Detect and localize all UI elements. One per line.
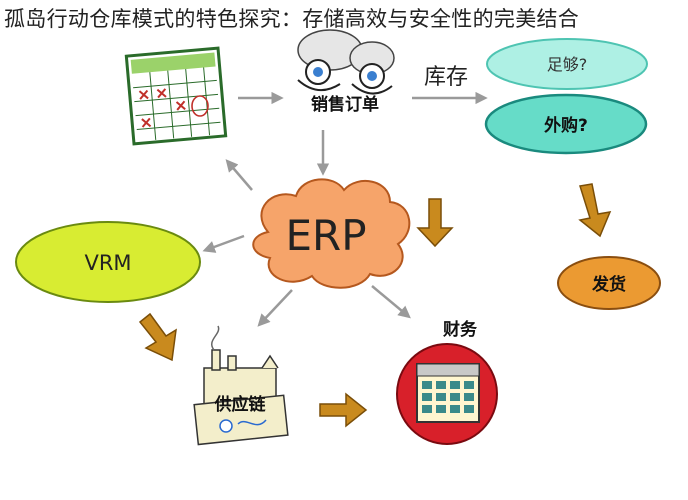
arrow-erp-to-inventory bbox=[416, 198, 454, 248]
enough-node: 足够? bbox=[486, 38, 648, 90]
finance-label: 财务 bbox=[442, 319, 478, 340]
arrow-erp-to-finance bbox=[371, 285, 411, 319]
arrow-erp-to-supply-chain bbox=[257, 289, 293, 327]
vrm-node: VRM bbox=[15, 221, 201, 303]
supply-chain-label: 供应链 bbox=[214, 394, 267, 415]
arrow-erp-to-calendar bbox=[225, 159, 253, 191]
erp-label: ERP bbox=[285, 211, 366, 260]
inventory-label: 库存 bbox=[424, 65, 468, 90]
shipping-node: 发货 bbox=[557, 256, 661, 310]
finance-calendar-icon bbox=[396, 343, 498, 445]
outsource-label: 外购? bbox=[544, 115, 588, 136]
outsource-node: 外购? bbox=[484, 93, 648, 155]
enough-label: 足够? bbox=[547, 55, 588, 74]
sales-order-label: 销售订单 bbox=[311, 94, 379, 115]
arrow-supply-chain-to-finance bbox=[319, 392, 368, 428]
shipping-label: 发货 bbox=[591, 274, 626, 295]
arrow-erp-to-vrm bbox=[202, 234, 245, 253]
vrm-label: VRM bbox=[84, 251, 131, 275]
arrow-vrm-to-supply-chain bbox=[138, 312, 177, 362]
arrow-outsource-to-shipping bbox=[578, 183, 612, 238]
erp-node: ERP bbox=[252, 178, 411, 289]
factory-icon bbox=[193, 325, 289, 446]
page-title: 孤岛行动仓库模式的特色探究：存储高效与安全性的完美结合 bbox=[4, 7, 580, 31]
calendar-icon bbox=[124, 46, 228, 146]
sales-people-icon bbox=[297, 29, 395, 95]
